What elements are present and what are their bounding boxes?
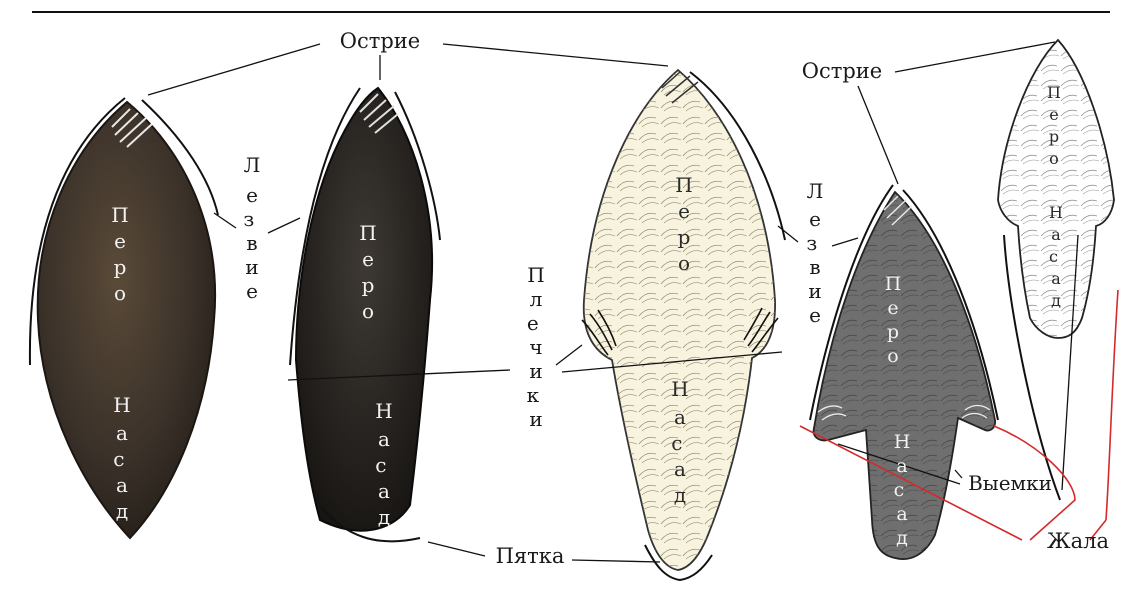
- artifact-leaf-point: [30, 98, 218, 538]
- label-ostrie-left: Острие: [340, 29, 420, 53]
- label-pyatka: Пятка: [496, 544, 565, 568]
- label-ostrie-right: Острие: [802, 59, 882, 83]
- label-vyemki: Выемки: [968, 471, 1052, 495]
- label-zhala: Жала: [1047, 529, 1109, 553]
- artifact-5-right-red-line: [1106, 290, 1118, 520]
